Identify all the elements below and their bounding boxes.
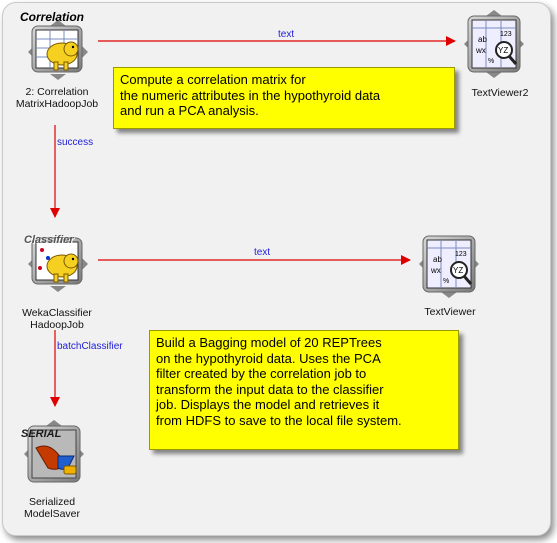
model-saver-node[interactable] bbox=[18, 418, 90, 488]
textviewer-label: TextViewer bbox=[424, 306, 476, 318]
textviewer-node[interactable]: ab wx 123 % YZ bbox=[413, 228, 485, 298]
correlation-job-node[interactable] bbox=[18, 16, 96, 80]
svg-text:%: % bbox=[443, 278, 449, 285]
hadoop-job-icon bbox=[28, 20, 88, 80]
correlation-label: 2: Correlation MatrixHadoopJob bbox=[15, 86, 99, 110]
saver-title: SERIAL bbox=[21, 428, 62, 440]
classifier-label: WekaClassifier HadoopJob bbox=[22, 307, 92, 331]
classifier-note[interactable]: Build a Bagging model of 20 REPTrees on … bbox=[149, 330, 459, 450]
link-label-batch: batchClassifier bbox=[57, 341, 123, 352]
svg-text:YZ: YZ bbox=[453, 266, 463, 275]
svg-text:wx: wx bbox=[430, 266, 441, 275]
link-label-success: success bbox=[57, 137, 94, 148]
hadoop-classifier-icon bbox=[28, 237, 88, 292]
textviewer2-label: TextViewer2 bbox=[471, 87, 529, 99]
classifier-title: Classifier bbox=[24, 234, 74, 246]
correlation-note[interactable]: Compute a correlation matrix for the num… bbox=[113, 67, 455, 129]
textviewer2-node[interactable]: ab wx 123 % YZ bbox=[458, 8, 530, 78]
link-label-text-mid: text bbox=[254, 247, 271, 258]
link-label-text-top: text bbox=[278, 29, 295, 40]
svg-text:ab: ab bbox=[433, 255, 442, 264]
text-viewer-icon: ab wx 123 % YZ bbox=[419, 235, 479, 298]
saver-label: Serialized ModelSaver bbox=[23, 496, 81, 520]
classifier-job-node[interactable] bbox=[18, 228, 96, 294]
serializer-icon bbox=[24, 420, 84, 483]
svg-text:123: 123 bbox=[500, 31, 512, 38]
correlation-title: Correlation bbox=[20, 10, 85, 24]
svg-text:123: 123 bbox=[455, 251, 467, 258]
svg-text:YZ: YZ bbox=[498, 46, 508, 55]
svg-text:ab: ab bbox=[478, 35, 487, 44]
svg-text:%: % bbox=[488, 58, 494, 65]
svg-text:wx: wx bbox=[475, 46, 486, 55]
text-viewer-icon: ab wx 123 % YZ bbox=[464, 10, 524, 78]
